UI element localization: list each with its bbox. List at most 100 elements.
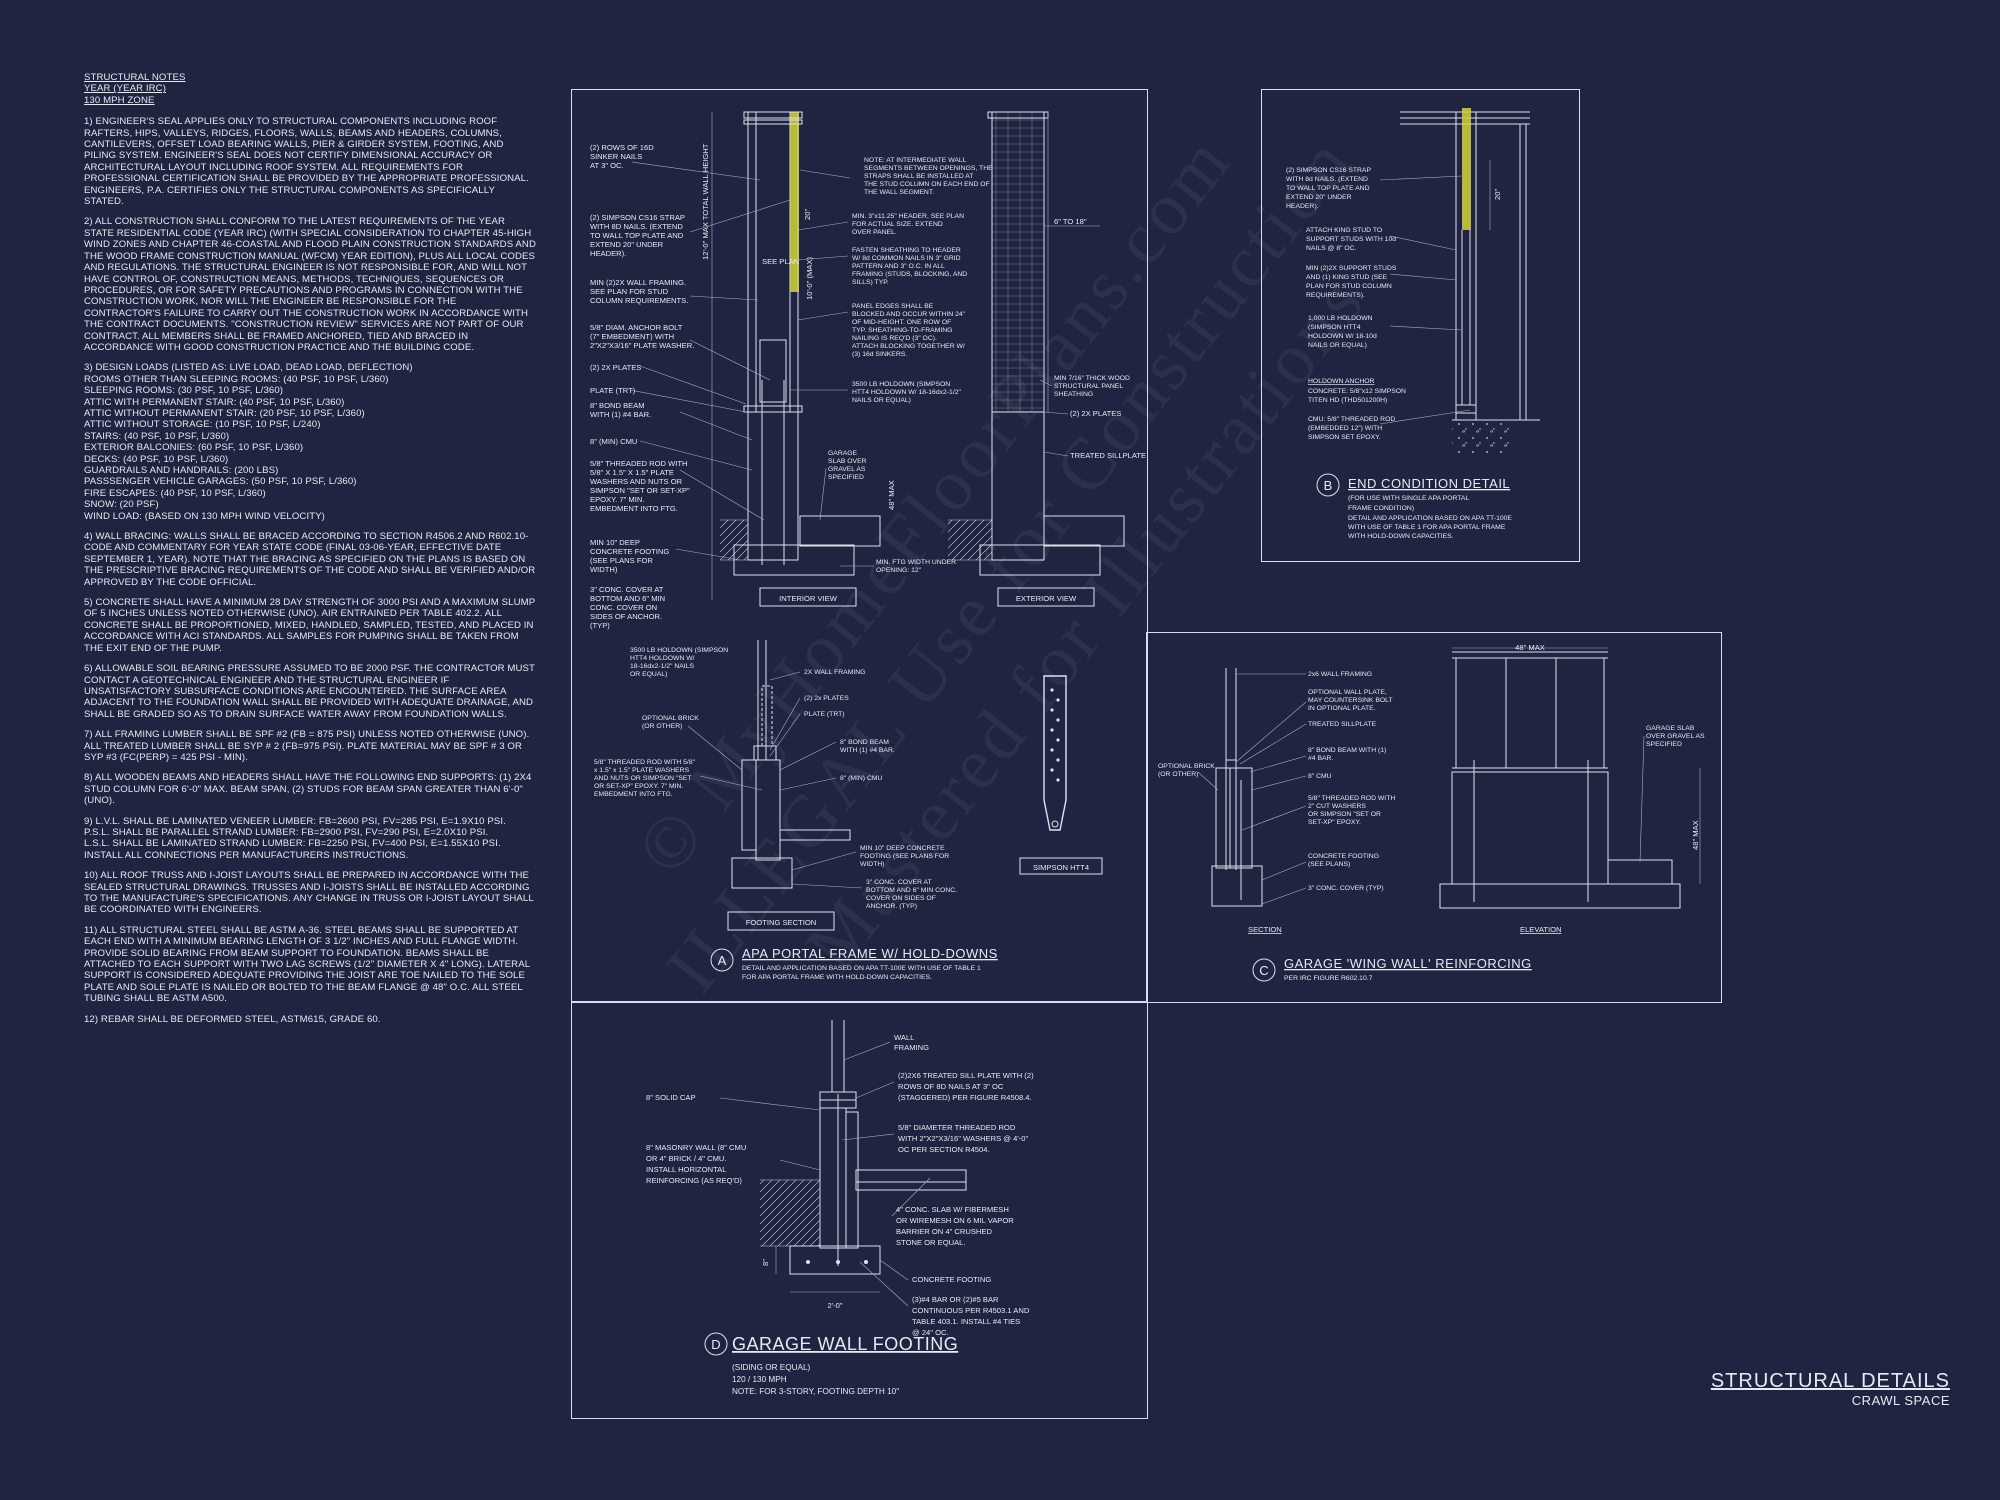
detail-b-subtitle-3: DETAIL AND APPLICATION BASED ON APA TT-1… xyxy=(1348,515,1512,522)
svg-text:SIMPSON "SET OR SET-XP": SIMPSON "SET OR SET-XP" xyxy=(590,486,690,495)
svg-text:8" (MIN) CMU: 8" (MIN) CMU xyxy=(590,437,637,446)
svg-text:WITH 2"x2"x3/16" WASHERS @ 4'-: WITH 2"x2"x3/16" WASHERS @ 4'-0" xyxy=(898,1134,1029,1143)
note-10: 10) ALL ROOF TRUSS AND I-JOIST LAYOUTS S… xyxy=(84,870,534,916)
detail-c-elevation xyxy=(1439,647,1701,909)
svg-text:TREATED SILLPLATE: TREATED SILLPLATE xyxy=(1070,451,1146,460)
note-11: 11) ALL STRUCTURAL STEEL SHALL BE ASTM A… xyxy=(84,924,530,1005)
svg-text:HOLDOWN ANCHOR: HOLDOWN ANCHOR xyxy=(1308,378,1375,385)
svg-text:CONC. COVER ON: CONC. COVER ON xyxy=(590,603,657,612)
svg-text:BOTTOM AND 6" MIN CONC.: BOTTOM AND 6" MIN CONC. xyxy=(866,887,957,894)
svg-text:HTT4 HOLDOWN W/: HTT4 HOLDOWN W/ xyxy=(630,655,695,662)
svg-text:8" BOND BEAM: 8" BOND BEAM xyxy=(840,739,889,746)
svg-text:SUPPORT STUDS WITH 10d: SUPPORT STUDS WITH 10d xyxy=(1306,236,1396,243)
svg-text:(2) 2x PLATES: (2) 2x PLATES xyxy=(804,695,849,702)
svg-text:TYP. SHEATHING-TO-FRAMING: TYP. SHEATHING-TO-FRAMING xyxy=(852,327,952,334)
detail-b-subtitle-1: (FOR USE WITH SINGLE APA PORTAL xyxy=(1348,495,1469,502)
detail-c-dim-top: 48" MAX xyxy=(1515,643,1545,652)
note-3: 3) DESIGN LOADS (LISTED AS: LIVE LOAD, D… xyxy=(84,362,413,522)
svg-text:MIN (2)2X WALL FRAMING.: MIN (2)2X WALL FRAMING. xyxy=(590,278,686,287)
svg-text:(TYP): (TYP) xyxy=(590,621,610,630)
footing-section-label: FOOTING SECTION xyxy=(746,918,816,927)
svg-text:5/8" x 1.5" x 1.5" PLATE: 5/8" x 1.5" x 1.5" PLATE xyxy=(590,468,674,477)
detail-b-subtitle-2: FRAME CONDITION) xyxy=(1348,505,1414,512)
svg-text:REQUIREMENTS).: REQUIREMENTS). xyxy=(1306,292,1365,299)
svg-text:MIN. FTG WIDTH UNDER: MIN. FTG WIDTH UNDER xyxy=(876,559,956,566)
svg-text:OF MID-HEIGHT. ONE ROW OF: OF MID-HEIGHT. ONE ROW OF xyxy=(852,319,951,326)
svg-text:OR EQUAL): OR EQUAL) xyxy=(630,671,667,678)
detail-b-frame xyxy=(1261,89,1580,562)
svg-text:COVER ON SIDES OF: COVER ON SIDES OF xyxy=(866,895,936,902)
svg-text:PLAN FOR STUD COLUMN: PLAN FOR STUD COLUMN xyxy=(1306,283,1392,290)
detail-c-section xyxy=(1211,668,1263,907)
svg-text:5/8" THREADED ROD WITH: 5/8" THREADED ROD WITH xyxy=(590,459,688,468)
svg-text:OVER GRAVEL AS: OVER GRAVEL AS xyxy=(1646,733,1705,740)
svg-text:NOTE: AT INTERMEDIATE WALL: NOTE: AT INTERMEDIATE WALL xyxy=(864,157,967,164)
simpson-label-box xyxy=(1019,857,1103,875)
svg-text:SILLS) TYP.: SILLS) TYP. xyxy=(852,279,889,286)
svg-text:WASHERS AND NUTS OR: WASHERS AND NUTS OR xyxy=(590,477,683,486)
notes-header-3: 130 mph ZONE xyxy=(84,94,155,106)
svg-text:TREATED SILLPLATE: TREATED SILLPLATE xyxy=(1308,721,1377,728)
detail-d-title-block: D GARAGE WALL FOOTING (SIDING OR EQUAL) … xyxy=(704,1332,958,1396)
dim-strap-extend: 20" xyxy=(803,209,812,220)
svg-text:5/8" DIAM. ANCHOR BOLT: 5/8" DIAM. ANCHOR BOLT xyxy=(590,323,683,332)
svg-text:MIN. 3"x11.25" HEADER, SEE PLA: MIN. 3"x11.25" HEADER, SEE PLAN xyxy=(852,213,964,220)
svg-text:(OR OTHER): (OR OTHER) xyxy=(1158,771,1198,778)
exterior-view-label-box xyxy=(997,587,1095,607)
svg-text:GARAGE: GARAGE xyxy=(828,450,858,457)
detail-b-subtitle-4: WITH USE OF TABLE 1 FOR APA PORTAL FRAME xyxy=(1348,524,1506,531)
svg-text:TO WALL TOP PLATE AND: TO WALL TOP PLATE AND xyxy=(590,231,684,240)
svg-text:SEE PLAN FOR STUD: SEE PLAN FOR STUD xyxy=(590,287,669,296)
sheet-subtitle: CRAWL SPACE xyxy=(1851,1393,1950,1408)
detail-b-letter: B xyxy=(1324,478,1333,493)
svg-text:NAILS @ 8" OC.: NAILS @ 8" OC. xyxy=(1306,245,1357,252)
svg-text:GRAVEL AS: GRAVEL AS xyxy=(828,466,866,473)
svg-text:SINKER NAILS: SINKER NAILS xyxy=(590,152,642,161)
svg-text:@ 24" OC.: @ 24" OC. xyxy=(912,1328,949,1337)
notes-header-2: YEAR (YEAR IRC) xyxy=(84,83,166,95)
svg-text:8" BOND BEAM: 8" BOND BEAM xyxy=(590,401,645,410)
svg-text:(2) SIMPSON CS16 STRAP: (2) SIMPSON CS16 STRAP xyxy=(1286,167,1371,174)
detail-d-subtitle-1: (SIDING OR EQUAL) xyxy=(732,1363,811,1372)
svg-text:COLUMN REQUIREMENTS.: COLUMN REQUIREMENTS. xyxy=(590,296,688,305)
svg-text:SIMPSON SET EPOXY.: SIMPSON SET EPOXY. xyxy=(1308,434,1381,441)
detail-d-drawing xyxy=(760,1020,967,1293)
svg-text:WITH (1) #4 BAR.: WITH (1) #4 BAR. xyxy=(840,747,895,754)
svg-text:(2) SIMPSON CS16 STRAP: (2) SIMPSON CS16 STRAP xyxy=(590,213,685,222)
svg-text:MIN (2)2X SUPPORT STUDS: MIN (2)2X SUPPORT STUDS xyxy=(1306,265,1397,272)
svg-text:NAILS OR EQUAL): NAILS OR EQUAL) xyxy=(852,397,911,404)
detail-a-notes-right: 6" TO 18" MIN 7/16" THICK WOOD STRUCTURA… xyxy=(1039,217,1146,460)
svg-text:SEGMENTS BETWEEN OPENINGS, THE: SEGMENTS BETWEEN OPENINGS, THE xyxy=(864,165,993,172)
svg-text:OR SET-XP" EPOXY. 7" MIN.: OR SET-XP" EPOXY. 7" MIN. xyxy=(594,783,683,790)
svg-text:WALL: WALL xyxy=(894,1033,914,1042)
dim-total-height: 12'-0" MAX TOTAL WALL HEIGHT xyxy=(701,143,710,260)
dim-see-plan: SEE PLAN xyxy=(762,257,799,266)
svg-text:5/8" THREADED ROD WITH: 5/8" THREADED ROD WITH xyxy=(1308,795,1395,802)
svg-text:FRAMING (STUDS, BLOCKING, AND: FRAMING (STUDS, BLOCKING, AND xyxy=(852,271,967,278)
svg-text:WITH 8d NAILS. (EXTEND: WITH 8d NAILS. (EXTEND xyxy=(590,222,683,231)
detail-c-subtitle: PER IRC FIGURE R602.10.7 xyxy=(1284,975,1373,982)
note-12: 12) REBAR SHALL BE DEFORMED STEEL, ASTM6… xyxy=(84,1013,381,1025)
svg-text:1,000 LB HOLDOWN: 1,000 LB HOLDOWN xyxy=(1308,315,1373,322)
detail-b-subtitle-5: WITH HOLD-DOWN CAPACITIES. xyxy=(1348,533,1454,540)
svg-text:WIDTH): WIDTH) xyxy=(860,861,885,868)
svg-text:5/8" DIAMETER THREADED ROD: 5/8" DIAMETER THREADED ROD xyxy=(898,1123,1016,1132)
svg-text:SPECIFIED: SPECIFIED xyxy=(828,474,864,481)
detail-c-notes: 2x6 WALL FRAMING OPTIONAL WALL PLATE, MA… xyxy=(1158,671,1705,905)
svg-text:PLATE (TRT): PLATE (TRT) xyxy=(590,386,636,395)
svg-text:MAY COUNTERSINK BOLT: MAY COUNTERSINK BOLT xyxy=(1308,697,1393,704)
svg-text:MIN 10" DEEP: MIN 10" DEEP xyxy=(590,538,640,547)
note-7: 7) ALL FRAMING LUMBER SHALL BE SPF #2 (F… xyxy=(84,729,530,763)
svg-text:CMU: 5/8" THREADED ROD: CMU: 5/8" THREADED ROD xyxy=(1308,416,1395,423)
detail-b-title-block: B END CONDITION DETAIL (FOR USE WITH SIN… xyxy=(1316,473,1512,540)
detail-a-exterior-view xyxy=(948,111,1125,576)
detail-d-subtitle-2: 120 / 130 MPH xyxy=(732,1375,787,1384)
svg-text:NAILING IS REQ'D (3" OC).: NAILING IS REQ'D (3" OC). xyxy=(852,335,937,342)
svg-text:PANEL EDGES SHALL BE: PANEL EDGES SHALL BE xyxy=(852,303,934,310)
svg-text:(SEE PLANS FOR: (SEE PLANS FOR xyxy=(590,556,653,565)
svg-text:STONE OR EQUAL.: STONE OR EQUAL. xyxy=(896,1238,966,1247)
svg-text:STRUCTURAL PANEL: STRUCTURAL PANEL xyxy=(1054,383,1123,390)
note-6: 6) ALLOWABLE SOIL BEARING PRESSURE ASSUM… xyxy=(84,663,535,720)
svg-text:AT 3" OC.: AT 3" OC. xyxy=(590,161,624,170)
